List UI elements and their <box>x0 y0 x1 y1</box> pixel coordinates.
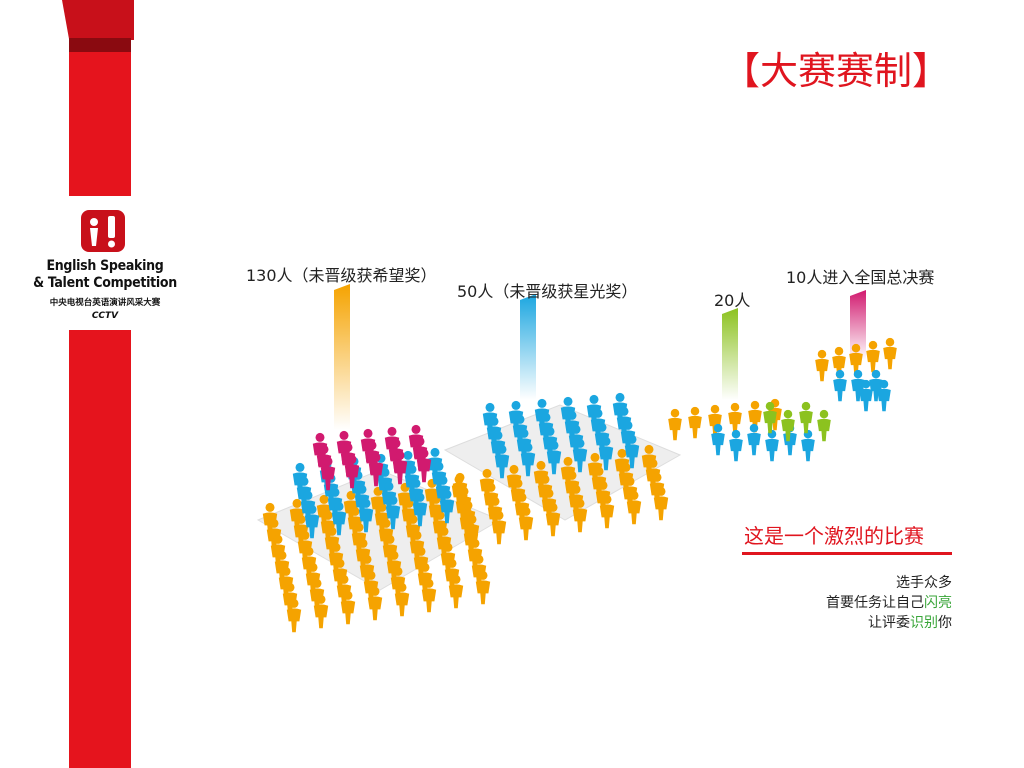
person-icon <box>421 578 437 613</box>
tier-4-beam <box>850 290 866 360</box>
tier-3-label: 20人 <box>714 291 751 310</box>
person-icon <box>851 369 865 402</box>
tier-1-beam <box>334 284 350 430</box>
competition-logo-icon <box>81 210 125 252</box>
person-icon <box>849 343 863 376</box>
person-icon <box>883 337 897 370</box>
person-icon <box>668 408 682 441</box>
person-icon <box>368 452 384 487</box>
person-icon <box>763 401 777 434</box>
person-icon <box>624 434 640 469</box>
brand-bar <box>69 52 131 768</box>
person-icon <box>546 440 562 475</box>
person-icon <box>385 495 401 530</box>
person-icon <box>475 570 491 605</box>
summary-highlight-recognize: 识别 <box>910 615 938 631</box>
person-icon <box>491 510 507 545</box>
tier-3-beam <box>722 308 738 400</box>
person-icon <box>801 429 815 462</box>
person-icon <box>729 429 743 462</box>
person-icon <box>448 574 464 609</box>
person-icon <box>464 514 480 549</box>
person-icon <box>815 349 829 382</box>
person-icon <box>781 409 795 442</box>
person-icon <box>626 490 642 525</box>
person-icon <box>439 489 455 524</box>
person-icon <box>598 436 614 471</box>
person-icon <box>518 506 534 541</box>
person-icon <box>392 450 408 485</box>
tier-4-label: 10人进入全国总决赛 <box>786 268 935 287</box>
logo-english-name: English Speaking & Talent Competition <box>20 258 190 292</box>
person-icon <box>304 504 320 539</box>
person-icon <box>799 401 813 434</box>
person-icon <box>313 594 329 629</box>
person-icon <box>728 402 742 435</box>
person-icon <box>688 406 702 439</box>
logo-line-1: English Speaking <box>46 258 164 274</box>
person-icon <box>358 498 374 533</box>
summary-rule <box>742 552 952 555</box>
logo-line-2: & Talent Competition <box>33 275 177 291</box>
summary-line-3-text: 让评委 <box>868 615 910 631</box>
person-icon <box>340 590 356 625</box>
person-icon <box>599 494 615 529</box>
slide-title: 【大赛赛制】 <box>722 49 951 93</box>
logo-chinese-name: 中央电视台英语演讲风采大赛 <box>49 298 161 308</box>
person-icon <box>711 423 725 456</box>
person-icon <box>367 586 383 621</box>
person-icon <box>869 369 883 402</box>
person-icon <box>331 501 347 536</box>
cctv-logo: CCTV <box>91 311 119 321</box>
person-icon <box>572 438 588 473</box>
person-icon <box>817 409 831 442</box>
person-icon <box>833 369 847 402</box>
person-icon <box>344 454 360 489</box>
person-icon <box>832 346 846 379</box>
person-icon <box>572 498 588 533</box>
person-icon <box>748 400 762 433</box>
person-icon <box>765 429 779 462</box>
brand-bar-fold <box>69 38 131 54</box>
summary-heading: 这是一个激烈的比赛 <box>744 524 924 548</box>
person-icon <box>320 456 336 491</box>
person-icon <box>286 598 302 633</box>
person-icon <box>520 442 536 477</box>
tier-2-label: 50人（未晋级获星光奖） <box>457 282 638 301</box>
summary-line-3-end: 你 <box>938 615 952 631</box>
person-icon <box>394 582 410 617</box>
person-icon <box>494 444 510 479</box>
summary-highlight-shine: 闪亮 <box>924 595 952 611</box>
tier-2-beam <box>520 294 536 400</box>
person-icon <box>866 340 880 373</box>
person-icon <box>653 486 669 521</box>
summary-line-2-text: 首要任务让自己 <box>826 595 924 611</box>
brand-bar-cap <box>62 0 134 40</box>
person-icon <box>412 492 428 527</box>
person-icon <box>877 379 891 412</box>
summary-line-3: 让评委识别你 <box>868 612 952 632</box>
person-icon <box>416 448 432 483</box>
person-icon <box>859 379 873 412</box>
summary-line-2: 首要任务让自己闪亮 <box>826 592 952 612</box>
tier-1-label: 130人（未晋级获希望奖） <box>246 266 437 285</box>
person-icon <box>545 502 561 537</box>
person-icon <box>708 404 722 437</box>
person-icon <box>747 423 761 456</box>
summary-line-1: 选手众多 <box>896 575 952 591</box>
